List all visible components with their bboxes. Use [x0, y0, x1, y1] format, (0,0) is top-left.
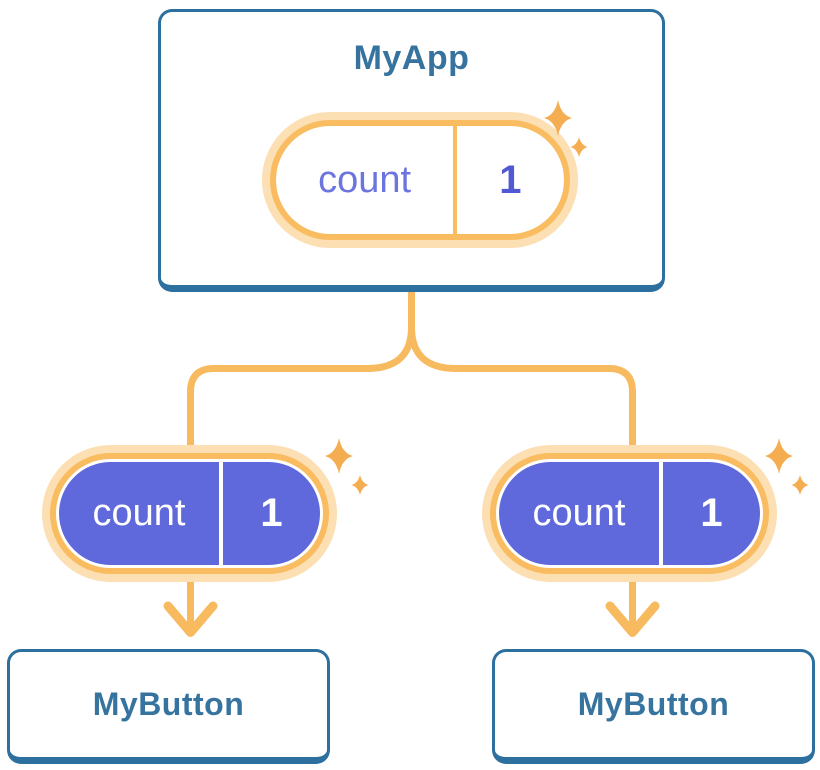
component-title: MyButton: [577, 686, 730, 722]
pill-halo: count 1: [262, 112, 578, 248]
state-value: 1: [700, 491, 723, 535]
connector-right: [408, 285, 636, 632]
pill-ring: count 1: [270, 120, 570, 240]
state-pill-right-child: count 1: [482, 438, 809, 582]
component-card-mybutton-right: MyButton: [492, 649, 815, 764]
pill-ring: count 1: [490, 453, 769, 574]
pill-divider: [659, 462, 664, 565]
state-name: count: [92, 492, 186, 534]
arrow-down-icon: [605, 601, 660, 637]
pill-halo: count 1: [42, 445, 337, 582]
connector-left: [187, 285, 415, 632]
arrow-down-icon: [163, 601, 218, 637]
pill-halo: count 1: [482, 445, 777, 582]
component-title: MyButton: [92, 686, 245, 722]
state-value: 1: [499, 157, 522, 202]
pill-divider: [453, 126, 457, 234]
component-card-mybutton-left: MyButton: [7, 649, 330, 764]
component-title: MyApp: [353, 39, 470, 77]
pill-ring: count 1: [50, 453, 329, 574]
state-name: count: [532, 492, 626, 534]
state-name: count: [318, 158, 412, 201]
state-pill-left-child: count 1: [42, 438, 369, 582]
pill-divider: [219, 462, 224, 565]
state-value: 1: [260, 491, 283, 535]
state-pill-root: count 1: [262, 100, 588, 248]
